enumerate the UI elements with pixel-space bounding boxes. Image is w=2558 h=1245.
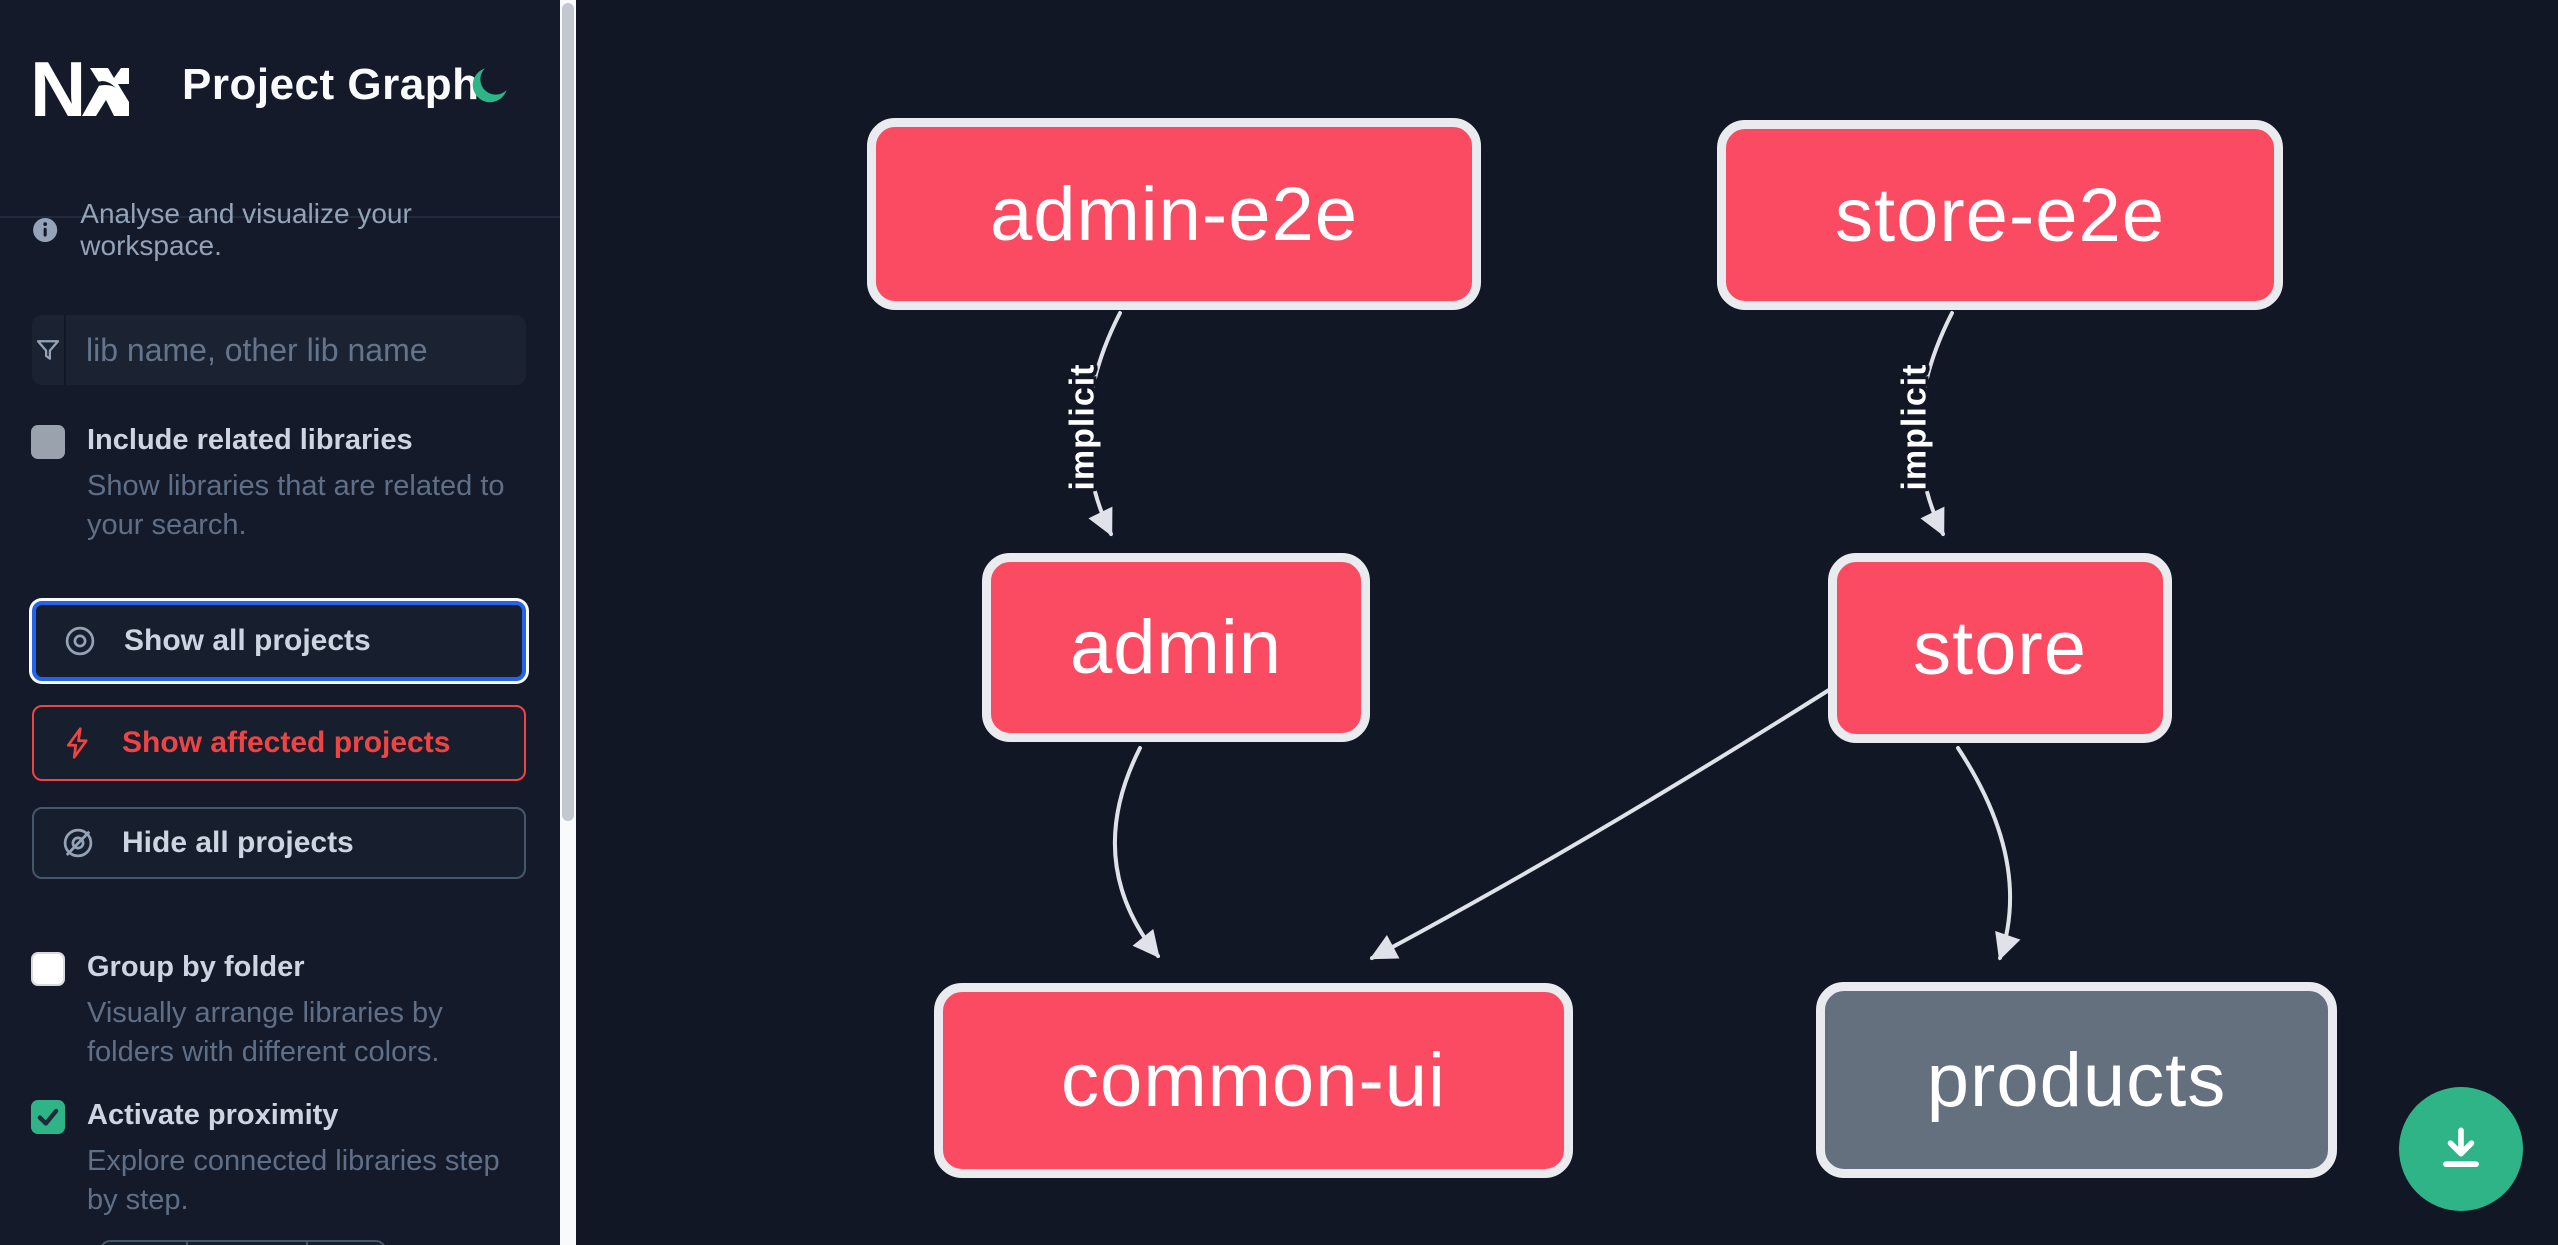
show-affected-projects-label: Show affected projects (122, 726, 451, 759)
edge-label-implicit-store: implicit (1895, 363, 1934, 491)
edge-admin-common-ui[interactable] (1112, 746, 1160, 959)
hide-all-projects-label: Hide all projects (122, 826, 354, 859)
sidebar: N Project Graph Analyse and visualize yo… (0, 0, 560, 1245)
node-products[interactable]: products (1816, 982, 2337, 1178)
node-store[interactable]: store (1828, 553, 2172, 743)
info-icon (33, 217, 58, 243)
activate-proximity-row: Activate proximity Explore connected lib… (31, 1098, 527, 1220)
edge-label-implicit-admin: implicit (1063, 363, 1102, 491)
download-icon (2443, 1127, 2479, 1167)
node-admin-e2e[interactable]: admin-e2e (867, 118, 1481, 310)
group-by-folder-description: Visually arrange libraries by folders wi… (87, 997, 443, 1068)
node-common-ui[interactable]: common-ui (934, 983, 1573, 1178)
group-by-folder-row: Group by folder Visually arrange librari… (31, 950, 527, 1072)
node-admin[interactable]: admin (982, 553, 1370, 742)
info-text: Analyse and visualize your workspace. (80, 198, 412, 261)
eye-icon (65, 626, 95, 656)
check-icon (37, 1108, 59, 1126)
edge-store-common-ui[interactable] (1369, 688, 1831, 960)
sidebar-scrollbar-thumb[interactable] (562, 3, 574, 821)
include-related-description: Show libraries that are related to your … (87, 470, 505, 541)
proximity-decrement-button[interactable] (102, 1242, 188, 1245)
bolt-icon (66, 727, 88, 759)
show-all-projects-button[interactable]: Show all projects (32, 601, 526, 681)
activate-proximity-label: Activate proximity (87, 1099, 339, 1131)
theme-toggle-button[interactable] (462, 62, 514, 114)
nx-logo: N (30, 44, 130, 139)
sidebar-header: N Project Graph (0, 0, 560, 218)
activate-proximity-checkbox[interactable] (31, 1100, 65, 1134)
edge-store-products[interactable] (1956, 746, 2021, 961)
show-affected-projects-button[interactable]: Show affected projects (32, 705, 526, 781)
show-all-projects-label: Show all projects (124, 624, 371, 657)
edge-admin-e2e-admin[interactable] (1085, 311, 1122, 537)
edge-store-e2e-store[interactable] (1917, 311, 1954, 537)
node-store-e2e[interactable]: store-e2e (1717, 120, 2283, 310)
group-by-folder-label: Group by folder (87, 951, 305, 983)
sidebar-scrollbar[interactable] (560, 0, 576, 1245)
group-by-folder-checkbox[interactable] (31, 952, 65, 986)
search-box (32, 315, 526, 385)
activate-proximity-description: Explore connected libraries step by step… (87, 1145, 500, 1216)
moon-icon (472, 68, 507, 102)
export-image-button[interactable] (2399, 1087, 2523, 1211)
page-title: Project Graph (182, 60, 480, 109)
proximity-value-button[interactable] (188, 1242, 308, 1245)
workspace-info: Analyse and visualize your workspace. (32, 198, 532, 262)
focus-projects-input[interactable] (66, 315, 526, 385)
graph-canvas[interactable]: implicit implicit admin-e2e store-e2e ad… (576, 0, 2558, 1245)
include-related-checkbox[interactable] (31, 425, 65, 459)
eye-slash-icon (63, 828, 93, 858)
filter-icon (32, 315, 66, 385)
svg-text:N: N (30, 45, 86, 133)
hide-all-projects-button[interactable]: Hide all projects (32, 807, 526, 879)
include-related-row: Include related libraries Show libraries… (31, 423, 527, 545)
include-related-label: Include related libraries (87, 424, 413, 456)
nx-logo-icon: N (30, 45, 129, 133)
